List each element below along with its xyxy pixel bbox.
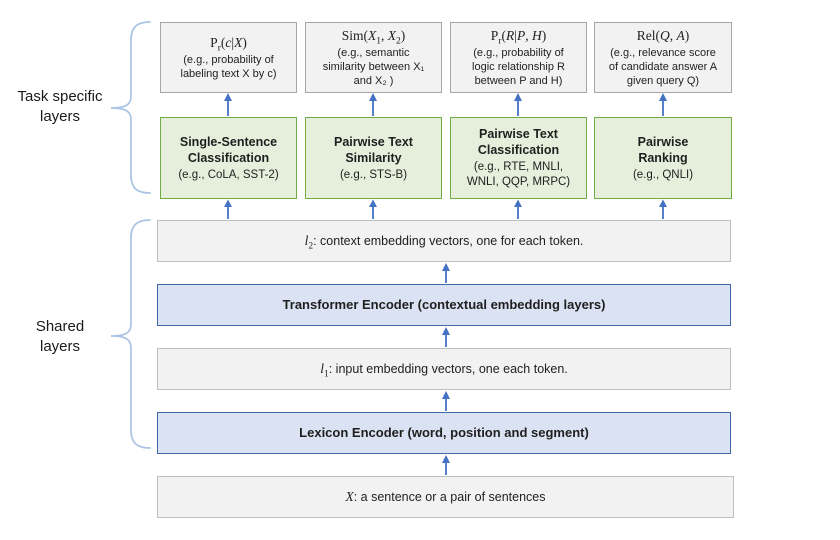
shared-layers-label: Shared layers (35, 318, 85, 355)
output-formula: Pr(R|P, H) (490, 28, 547, 47)
task-title: Pairwise Ranking (637, 134, 689, 165)
output-formula: Sim(X1, X2) (341, 28, 406, 47)
task-box-pairwise-text-similarity: Pairwise Text Similarity (e.g., STS-B) (305, 117, 442, 199)
l2-context-embedding-box: l2: context embedding vectors, one for e… (157, 220, 731, 262)
output-formula: Pr(c|X) (210, 35, 247, 54)
task-title: Pairwise Text Classification (477, 127, 560, 157)
l1-label: l1: input embedding vectors, one each to… (320, 361, 568, 380)
task-box-pairwise-ranking: Pairwise Ranking (e.g., QNLI) (594, 117, 732, 199)
task-box-single-sentence-classification: Single-Sentence Classification (e.g., Co… (160, 117, 297, 199)
input-sentence-label: X: a sentence or a pair of sentences (345, 489, 546, 504)
l1-input-embedding-box: l1: input embedding vectors, one each to… (157, 348, 731, 390)
task-layers-brace (110, 21, 151, 194)
task-examples: (e.g., CoLA, SST-2) (178, 168, 279, 181)
transformer-encoder-label: Transformer Encoder (contextual embeddin… (282, 297, 606, 312)
task-box-pairwise-text-classification: Pairwise Text Classification (e.g., RTE,… (450, 117, 587, 199)
connector-arrow (442, 263, 450, 475)
l2-label: l2: context embedding vectors, one for e… (304, 233, 584, 252)
output-description: (e.g., semantic similarity between X₁ an… (322, 47, 425, 87)
output-box-pairwise-classification: Pr(R|P, H) (e.g., probability of logic r… (450, 22, 587, 93)
task-title: Pairwise Text Similarity (334, 134, 413, 165)
task-examples: (e.g., QNLI) (632, 168, 694, 181)
output-description: (e.g., relevance score of candidate answ… (608, 47, 718, 87)
transformer-encoder-box: Transformer Encoder (contextual embeddin… (157, 284, 731, 326)
output-box-similarity: Sim(X1, X2) (e.g., semantic similarity b… (305, 22, 442, 93)
input-sentence-box: X: a sentence or a pair of sentences (157, 476, 734, 518)
output-box-classification: Pr(c|X) (e.g., probability of labeling t… (160, 22, 297, 93)
task-title: Single-Sentence Classification (179, 134, 278, 165)
connector-arrow (224, 199, 667, 219)
lexicon-encoder-box: Lexicon Encoder (word, position and segm… (157, 412, 731, 454)
output-description: (e.g., probability of logic relationship… (472, 47, 565, 87)
output-box-ranking: Rel(Q, A) (e.g., relevance score of cand… (594, 22, 732, 93)
output-formula: Rel(Q, A) (636, 28, 690, 43)
lexicon-encoder-label: Lexicon Encoder (word, position and segm… (299, 425, 589, 440)
task-examples: (e.g., RTE, MNLI, WNLI, QQP, MRPC) (466, 161, 571, 188)
task-specific-layers-label: Task specific layers (17, 88, 103, 125)
task-examples: (e.g., STS-B) (339, 168, 408, 181)
connector-arrow (224, 93, 667, 116)
output-description: (e.g., probability of labeling text X by… (180, 54, 277, 80)
shared-layers-brace (110, 219, 151, 449)
